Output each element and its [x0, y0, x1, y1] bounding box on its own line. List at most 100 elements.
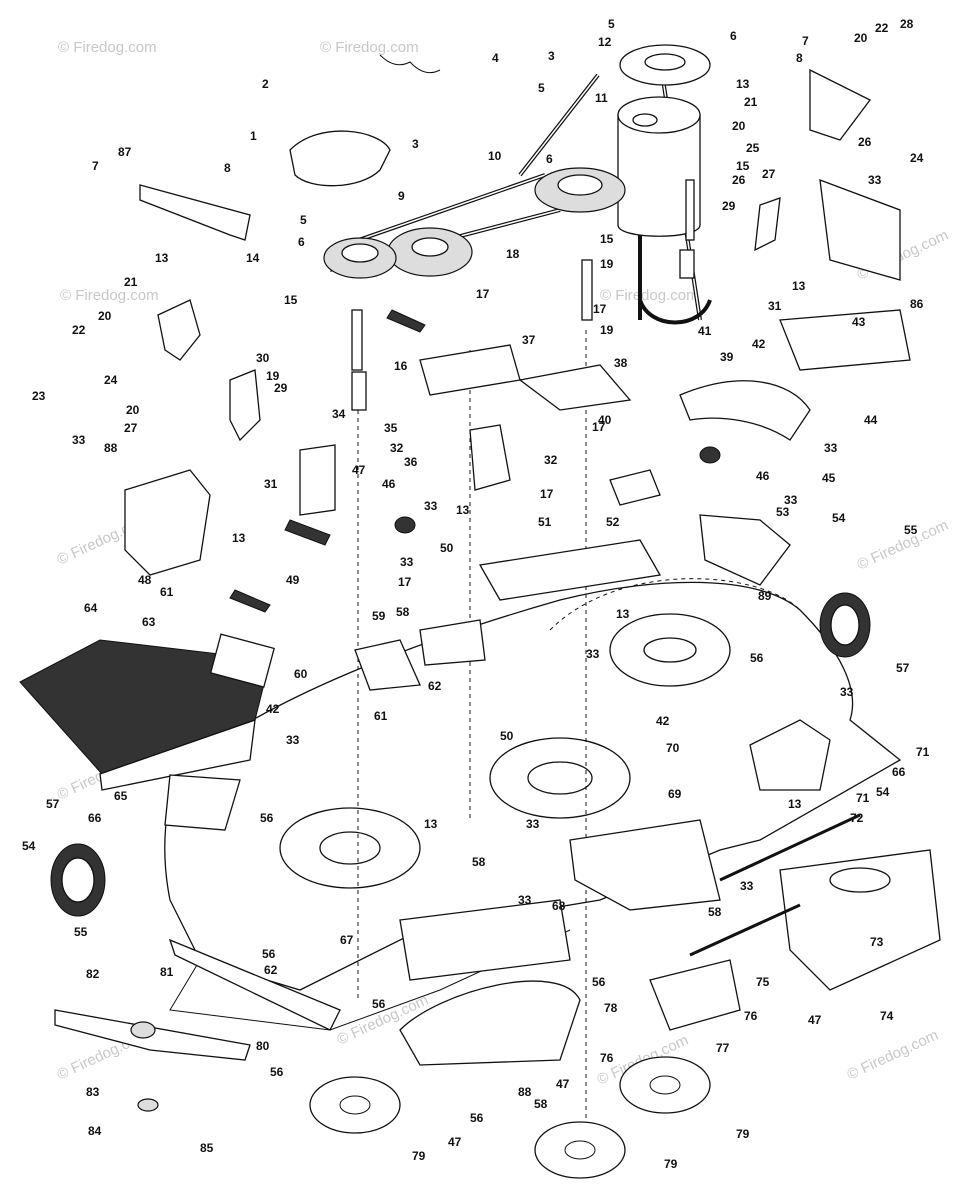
part-callout-32: 32: [390, 441, 404, 455]
part-callout-88: 88: [104, 441, 118, 455]
part-callout-27: 27: [124, 421, 138, 435]
part-callout-31: 31: [768, 299, 782, 313]
part-callout-80: 80: [256, 1039, 270, 1053]
part-callout-56: 56: [260, 811, 274, 825]
part-callout-81: 81: [160, 965, 174, 979]
part-callout-7: 7: [92, 159, 99, 173]
part-callout-4: 4: [492, 51, 499, 65]
part-callout-33: 33: [740, 879, 754, 893]
part-callout-19: 19: [600, 257, 614, 271]
part-callout-56: 56: [270, 1065, 284, 1079]
part-callout-56: 56: [470, 1111, 484, 1125]
part-callout-3: 3: [412, 137, 419, 151]
part-callout-78: 78: [604, 1001, 618, 1015]
part-callout-69: 69: [668, 787, 682, 801]
watermark: © Firedog.com: [58, 39, 157, 56]
part-callout-26: 26: [858, 135, 872, 149]
part-callout-3: 3: [548, 49, 555, 63]
part-callout-55: 55: [904, 523, 918, 537]
rear-chute: [164, 774, 941, 1066]
part-callout-28: 28: [900, 17, 914, 31]
springs: [229, 54, 721, 613]
part-callout-46: 46: [756, 469, 770, 483]
part-callout-13: 13: [616, 607, 630, 621]
part-callout-9: 9: [398, 189, 405, 203]
part-callout-64: 64: [84, 601, 98, 615]
part-callout-29: 29: [722, 199, 736, 213]
part-callout-20: 20: [732, 119, 746, 133]
part-callout-61: 61: [374, 709, 388, 723]
part-callout-24: 24: [104, 373, 118, 387]
part-callout-5: 5: [608, 17, 615, 31]
part-callout-54: 54: [22, 839, 36, 853]
watermark: © Firedog.com: [320, 39, 419, 56]
part-callout-23: 23: [32, 389, 46, 403]
part-callout-5: 5: [300, 213, 307, 227]
part-callout-33: 33: [840, 685, 854, 699]
right-bracket-assembly: [679, 68, 911, 791]
part-callout-24: 24: [910, 151, 924, 165]
part-callout-14: 14: [246, 251, 260, 265]
part-callout-33: 33: [424, 499, 438, 513]
part-callout-48: 48: [138, 573, 152, 587]
part-callout-75: 75: [756, 975, 770, 989]
grass-bag: [19, 633, 275, 791]
part-callout-42: 42: [266, 702, 280, 716]
part-callout-49: 49: [286, 573, 300, 587]
part-callout-13: 13: [155, 251, 169, 265]
part-callout-85: 85: [200, 1141, 214, 1155]
part-callout-60: 60: [294, 667, 308, 681]
part-callout-52: 52: [606, 515, 620, 529]
part-callout-43: 43: [852, 315, 866, 329]
part-callout-19: 19: [266, 369, 280, 383]
part-callout-65: 65: [114, 789, 128, 803]
part-callout-12: 12: [598, 35, 612, 49]
part-callout-42: 42: [656, 714, 670, 728]
part-callout-88: 88: [518, 1085, 532, 1099]
part-callout-47: 47: [352, 463, 366, 477]
part-callout-42: 42: [752, 337, 766, 351]
part-callout-33: 33: [824, 441, 838, 455]
part-callout-29: 29: [274, 381, 288, 395]
mower-deck: [164, 578, 902, 1031]
part-callout-1: 1: [250, 129, 257, 143]
part-callout-66: 66: [892, 765, 906, 779]
part-callout-45: 45: [822, 471, 836, 485]
part-callout-67: 67: [340, 933, 354, 947]
part-callout-56: 56: [592, 975, 606, 989]
part-callout-72: 72: [850, 811, 864, 825]
watermark: © Firedog.com: [60, 287, 159, 304]
part-callout-17: 17: [592, 420, 606, 434]
part-callout-17: 17: [540, 487, 554, 501]
part-callout-74: 74: [880, 1009, 894, 1023]
part-callout-44: 44: [864, 413, 878, 427]
part-callout-54: 54: [832, 511, 846, 525]
part-callout-19: 19: [600, 323, 614, 337]
part-callout-36: 36: [404, 455, 418, 469]
part-callout-63: 63: [142, 615, 156, 629]
part-callout-59: 59: [372, 609, 386, 623]
center-brackets: [354, 344, 662, 691]
part-callout-62: 62: [428, 679, 442, 693]
part-callout-55: 55: [74, 925, 88, 939]
part-callout-56: 56: [372, 997, 386, 1011]
part-callout-58: 58: [472, 855, 486, 869]
part-callout-33: 33: [868, 173, 882, 187]
part-callout-13: 13: [456, 503, 470, 517]
part-callout-56: 56: [262, 947, 276, 961]
part-callout-38: 38: [614, 356, 628, 370]
part-callout-39: 39: [720, 350, 734, 364]
part-callout-31: 31: [264, 477, 278, 491]
part-callout-84: 84: [88, 1124, 102, 1138]
part-callout-6: 6: [546, 152, 553, 166]
part-callout-13: 13: [424, 817, 438, 831]
part-callout-87: 87: [118, 145, 132, 159]
part-callout-51: 51: [538, 515, 552, 529]
part-callout-6: 6: [298, 235, 305, 249]
part-callout-58: 58: [534, 1097, 548, 1111]
part-callout-47: 47: [556, 1077, 570, 1091]
part-callout-33: 33: [286, 733, 300, 747]
part-callout-18: 18: [506, 247, 520, 261]
